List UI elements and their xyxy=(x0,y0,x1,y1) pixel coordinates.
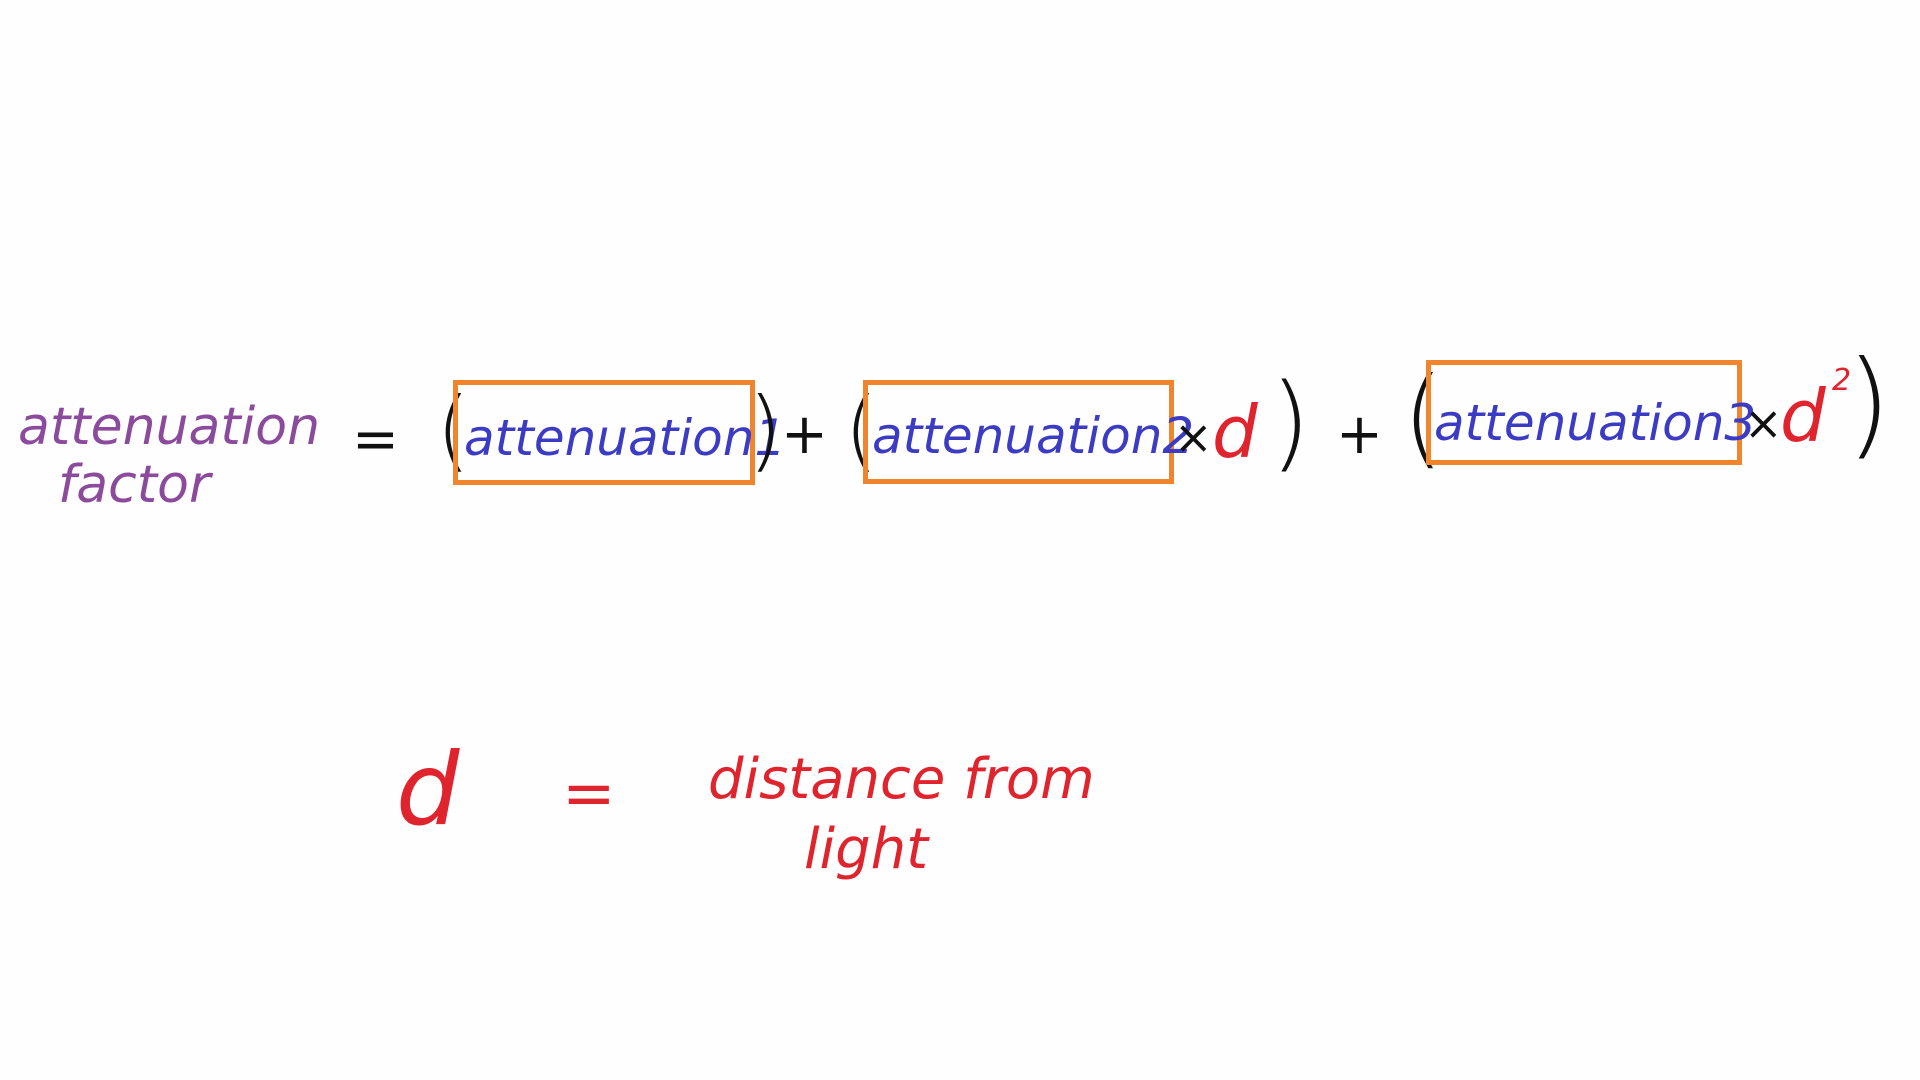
lhs-line-2: factor xyxy=(58,455,211,515)
plus-sign-1: + xyxy=(781,402,828,467)
times-sign-2: × xyxy=(1744,396,1783,450)
open-paren-2: ( xyxy=(844,378,879,481)
definition-equals-sign: = xyxy=(562,757,616,831)
term3-box xyxy=(1426,360,1742,465)
lhs-label: attenuation factor xyxy=(18,398,320,514)
term3-label: attenuation3 xyxy=(1434,394,1757,452)
plus-sign-2: + xyxy=(1336,402,1383,467)
term1-box xyxy=(453,380,755,485)
term2-box xyxy=(863,380,1174,484)
lhs-line-1: attenuation xyxy=(18,397,321,457)
equals-sign: = xyxy=(352,407,399,472)
definition-text-line-1: distance from xyxy=(708,747,1095,812)
close-paren-1: ) xyxy=(748,378,783,481)
definition-variable-d: d xyxy=(396,731,460,848)
definition-text-line-2: light xyxy=(804,817,929,882)
term1-label: attenuation1 xyxy=(464,409,787,467)
close-paren-3: ) xyxy=(1846,336,1892,471)
open-paren-3: ( xyxy=(1402,355,1445,480)
close-paren-2: ) xyxy=(1270,361,1311,483)
times-sign-1: × xyxy=(1174,410,1213,464)
variable-d-1: d xyxy=(1212,390,1258,474)
exponent-two: 2 xyxy=(1832,363,1852,398)
variable-d-2: d xyxy=(1780,374,1826,458)
term2-label: attenuation2 xyxy=(872,407,1195,465)
